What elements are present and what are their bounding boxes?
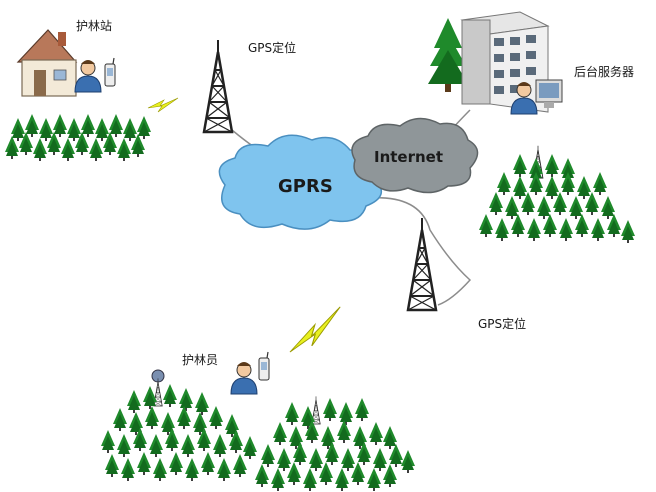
link-gprs-to-tower-bottom <box>369 197 472 306</box>
right-forest <box>479 145 635 243</box>
internet-cloud: Internet <box>351 117 479 194</box>
lightning-bolt-top <box>147 97 179 113</box>
lightning-bolt-bottom <box>282 306 351 358</box>
ranger-station-group: 护林站 <box>5 19 179 161</box>
server-building-icon <box>460 11 550 113</box>
ranger-group: 护林员 <box>151 351 270 407</box>
computer-monitor-icon <box>535 79 563 108</box>
backend-server-label: 后台服务器 <box>574 64 634 79</box>
internet-label: Internet <box>374 148 443 166</box>
bottom-right-forest <box>255 396 415 491</box>
tree-icon <box>428 18 468 92</box>
gps-top-label: GPS定位 <box>248 40 296 55</box>
ranger-station-person-icon <box>74 59 102 93</box>
ranger-phone-icon <box>258 351 270 381</box>
globe-tower-icon <box>151 369 165 407</box>
bottom-left-forest <box>101 384 257 481</box>
ranger-person-icon <box>230 361 258 395</box>
backend-server-group: 后台服务器 <box>428 11 634 115</box>
gps-bottom-label: GPS定位 <box>478 316 526 331</box>
ranger-station-phone-icon <box>104 57 116 87</box>
house-icon <box>16 29 78 97</box>
ranger-station-forest <box>5 114 151 161</box>
gprs-label: GPRS <box>278 176 333 197</box>
ranger-station-label: 护林站 <box>76 19 112 33</box>
gps-tower-top <box>202 38 234 134</box>
ranger-label: 护林员 <box>182 353 218 367</box>
